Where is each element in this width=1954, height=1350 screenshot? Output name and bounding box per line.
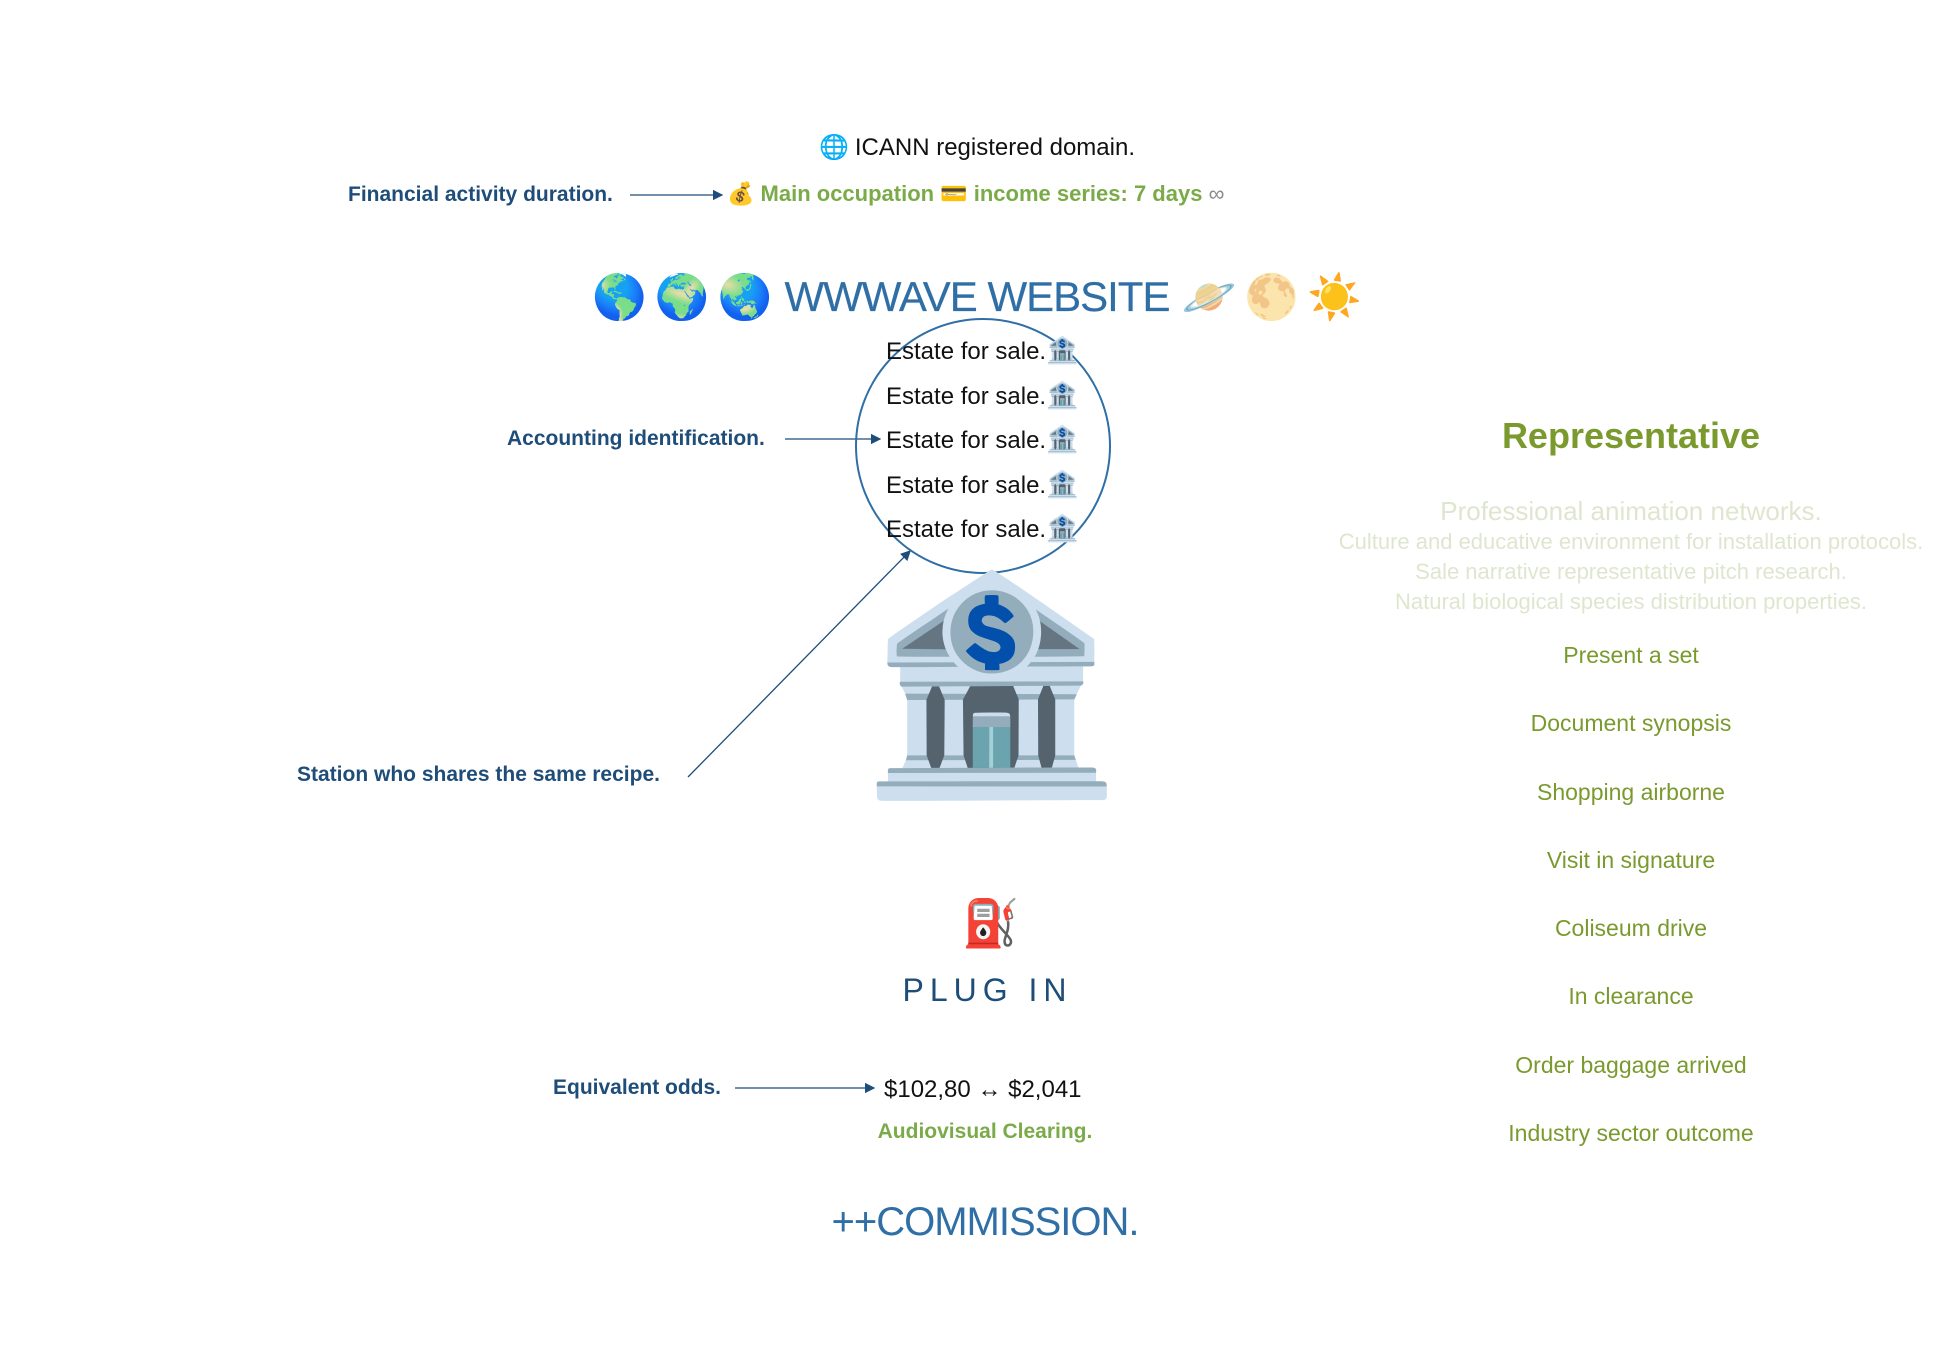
income-series-text: income series: 7 days [973,181,1203,206]
site-title: 🌎🌍🌏WWWAVE WEBSITE🪐🌕☀️ [0,271,1954,323]
estate-label: Estate for sale. [886,382,1047,410]
plug-in-link[interactable]: PLUG IN [902,972,1073,1008]
odds-value-a: $102,80 [884,1076,971,1103]
sun-icon: ☀️ [1307,273,1362,322]
globe-asia-australia-icon: 🌏 [717,273,773,322]
representative-description: Culture and educative environment for in… [1338,529,1924,554]
link-coliseum-drive[interactable]: Coliseum drive [1554,915,1708,942]
globe-icon: 🌐 [818,134,849,161]
list-item[interactable]: Estate for sale.🏦 [886,332,1078,377]
annotation-station: Station who shares the same recipe. [297,763,660,786]
estate-label: Estate for sale. [886,516,1047,543]
bank-icon-large[interactable]: 🏦 [860,567,1122,802]
odds-values: $102,80 ↔ $2,041 [884,1076,1082,1104]
estate-label: Estate for sale. [886,427,1047,454]
ringed-planet-icon: 🪐 [1181,273,1237,322]
link-industry-sector-outcome[interactable]: Industry sector outcome [1508,1120,1754,1147]
annotation-financial: Financial activity duration. [348,183,613,206]
annotation-odds: Equivalent odds. [553,1076,722,1099]
income-series-line: 💰 Main occupation 💳 income series: 7 day… [727,181,1224,207]
link-shopping-airborne[interactable]: Shopping airborne [1537,778,1725,805]
audiovisual-clearing-link[interactable]: Audiovisual Clearing. [877,1120,1093,1143]
bank-icon: 🏦 [1046,379,1079,410]
representative-subtitle: Professional animation networks. [1440,496,1822,526]
list-item[interactable]: Estate for sale.🏦 [886,510,1078,555]
list-item[interactable]: Estate for sale.🏦 [886,466,1078,511]
infinity-icon: ∞ [1208,181,1225,206]
annotation-accounting: Accounting identification. [507,427,765,450]
site-title-label[interactable]: WWWAVE WEBSITE [784,273,1170,320]
list-item[interactable]: Estate for sale.🏦 [886,377,1078,422]
bank-icon: 🏦 [1046,468,1079,499]
representative-panel: Representative Professional animation ne… [1270,415,1954,1185]
link-document-synopsis[interactable]: Document synopsis [1530,710,1732,737]
list-item[interactable]: Estate for sale.🏦 [886,421,1078,466]
globe-americas-icon: 🌎 [592,273,647,322]
main-occupation-label: Main occupation [760,181,935,206]
bank-icon: 🏦 [1046,513,1079,543]
domain-text: ICANN registered domain. [854,134,1135,161]
bank-icon: 🏦 [1046,335,1079,365]
bank-icon: 🏦 [1046,424,1079,454]
estate-list: Estate for sale.🏦 Estate for sale.🏦 Esta… [886,332,1078,555]
representative-description: Sale narrative representative pitch rese… [1415,559,1847,584]
station-arrow [687,550,911,778]
globe-europe-africa-icon: 🌍 [654,273,710,322]
fuel-pump-icon: ⛽ [962,897,1020,949]
credit-card-icon: 💳 [940,181,968,206]
estate-label: Estate for sale. [886,338,1047,365]
link-order-baggage-arrived[interactable]: Order baggage arrived [1515,1051,1747,1078]
estate-label: Estate for sale. [886,471,1047,499]
link-present-a-set[interactable]: Present a set [1563,642,1699,668]
link-in-clearance[interactable]: In clearance [1568,983,1694,1010]
representative-links: Present a set Document synopsis Shopping… [1270,639,1954,1185]
money-bag-icon: 💰 [727,181,755,206]
domain-line: 🌐ICANN registered domain. [0,133,1954,162]
odds-value-b: $2,041 [1008,1076,1082,1103]
full-moon-icon: 🌕 [1244,273,1300,322]
commission-link[interactable]: ++COMMISSION. [831,1200,1139,1244]
highlight-circle [855,318,1111,574]
double-arrow-icon: ↔ [977,1076,1002,1103]
representative-description: Natural biological species distribution … [1394,589,1868,614]
representative-title: Representative [1501,415,1761,456]
link-visit-in-signature[interactable]: Visit in signature [1546,846,1716,873]
